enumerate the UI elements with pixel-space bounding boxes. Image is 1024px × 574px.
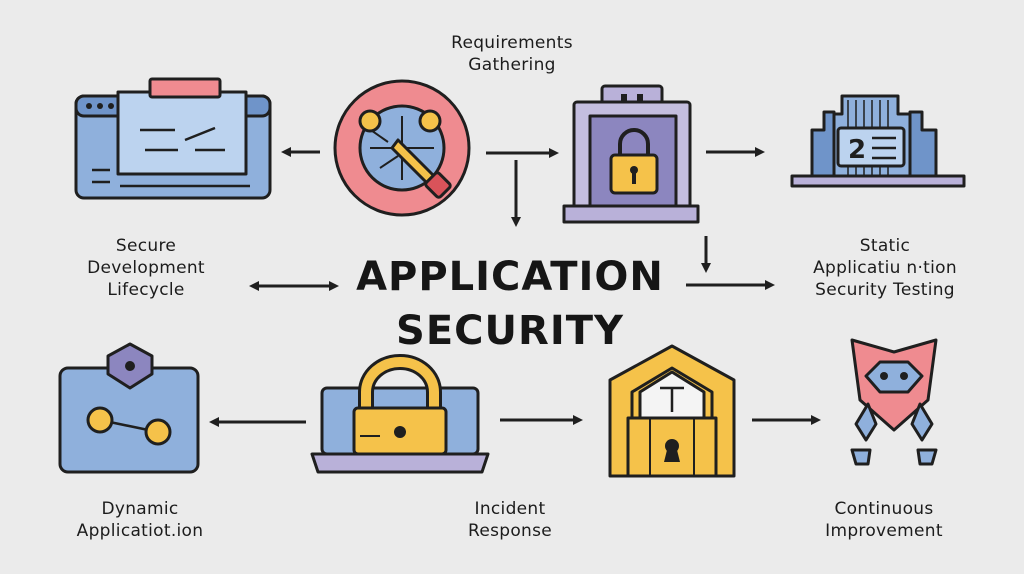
label-line: Requirements: [451, 33, 573, 53]
title-line-1: APPLICATION: [356, 254, 664, 300]
target-pencil-icon: [333, 79, 471, 217]
label-static-application-security-testing: Static Applicatiu n·tion Security Testin…: [780, 235, 990, 301]
svg-text:2: 2: [848, 135, 866, 165]
label-line: Applicatiot.ion: [76, 521, 204, 541]
label-line: Secure: [115, 236, 177, 256]
label-secure-development-lifecycle: Secure Development Lifecycle: [46, 235, 246, 301]
label-line: Gathering: [468, 55, 556, 75]
browser-window-icon: [74, 77, 272, 200]
label-dynamic-application: Dynamic Applicatiot.ion: [40, 498, 240, 542]
locked-house-icon: [608, 344, 736, 478]
building-server-icon: 2: [790, 94, 966, 188]
title-line-2: SECURITY: [396, 308, 624, 354]
label-line: Security Testing: [815, 280, 955, 300]
connector-arrows: [209, 147, 821, 427]
label-line: Incident: [474, 499, 546, 519]
label-line: Response: [467, 521, 553, 541]
label-line: Applicatiu n·tion: [813, 258, 957, 278]
label-line: Development: [87, 258, 205, 278]
label-line: Dynamic: [101, 499, 179, 519]
label-incident-response: Incident Response: [410, 498, 610, 542]
laptop-lock-icon: [310, 354, 490, 474]
label-line: Lifecycle: [107, 280, 185, 300]
network-panel-icon: [58, 342, 200, 474]
padlock-vault-icon: [562, 84, 700, 224]
label-requirements-gathering: Requirements Gathering: [400, 32, 624, 76]
center-title: APPLICATION SECURITY: [300, 250, 720, 358]
shield-robot-icon: [850, 338, 938, 466]
label-line: Static: [859, 236, 911, 256]
label-line: Improvement: [825, 521, 943, 541]
label-line: Continuous: [834, 499, 934, 519]
label-continuous-improvement: Continuous Improvement: [784, 498, 984, 542]
